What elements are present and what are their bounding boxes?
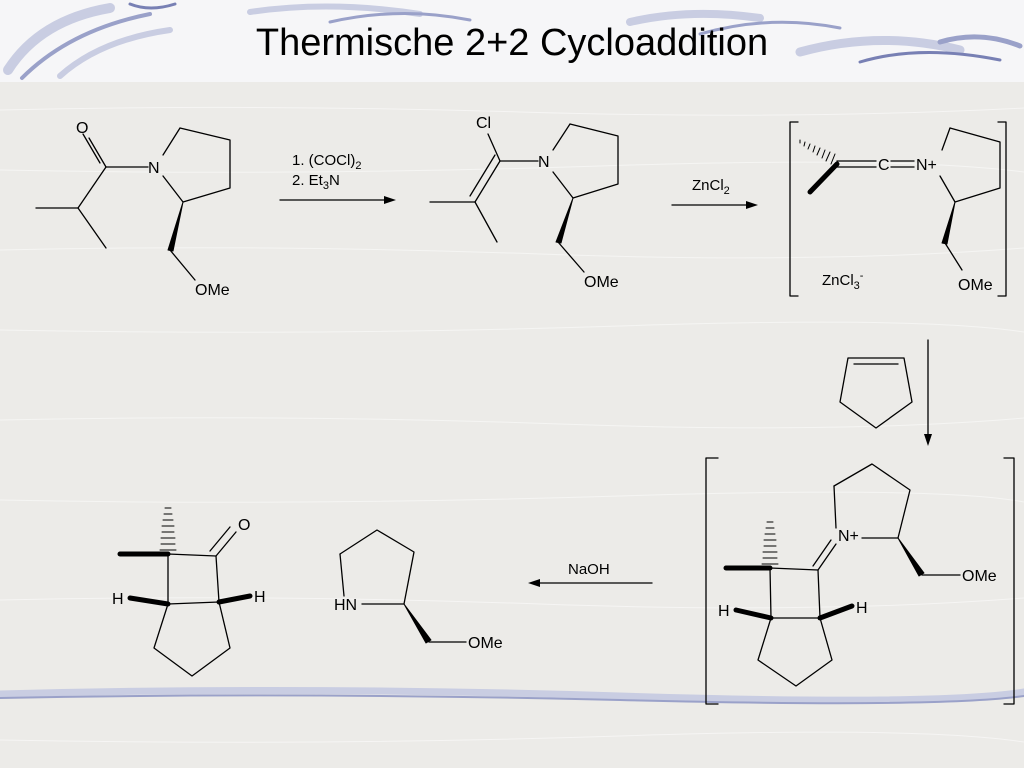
counterion-label: ZnCl3- [822,270,864,292]
bracket-right [997,121,1007,297]
atom-label-hydrogen: H [856,600,868,617]
prolinol-bonds [339,529,467,643]
bracket-left [705,457,719,705]
hashed-bond [799,139,836,165]
wedge-bond [167,201,184,252]
atom-label-methoxy: OMe [584,274,619,291]
atom-label-hydrogen: H [254,589,266,606]
atom-label-methoxy: OMe [195,282,230,299]
cyclobutanone-bonds [153,526,237,677]
wedge-bond [897,537,925,577]
molecule-amide-bonds [35,127,231,281]
wedge-bond [555,197,574,244]
reagent-triethylamine: 2. Et3N [292,172,340,192]
hashed-bond [761,521,779,565]
atom-label-methoxy: OMe [468,635,503,652]
hashed-bond [159,507,177,551]
atom-label-nitrogen: N [148,160,160,177]
molecule-chloroenamine-bonds [429,123,619,273]
atom-label-methoxy: OMe [962,568,997,585]
atom-label-n-plus: N+ [838,528,859,545]
wedge-bond [941,201,956,245]
reagent-oxalyl-chloride: 1. (COCl)2 [292,152,361,172]
atom-label-hydrogen: H [112,591,124,608]
bracket-right [1003,457,1015,705]
atom-label-methoxy: OMe [958,277,993,294]
atom-label-n-plus: N+ [916,157,937,174]
atom-label-nitrogen: N [538,154,550,171]
reagent-zinc-chloride: ZnCl2 [692,177,730,197]
atom-label-amine: HN [334,597,357,614]
atom-label-carbon: C [878,157,890,174]
atom-label-chlorine: Cl [476,115,491,132]
bracket-left [789,121,799,297]
wedge-bond [403,603,432,644]
slide-title: Thermische 2+2 Cycloaddition [255,22,769,64]
atom-label-hydrogen: H [718,603,730,620]
atom-label-oxygen: O [76,120,88,137]
atom-label-oxygen: O [238,517,250,534]
reagent-sodium-hydroxide: NaOH [568,561,610,578]
cyclopentene-ring [839,357,913,429]
